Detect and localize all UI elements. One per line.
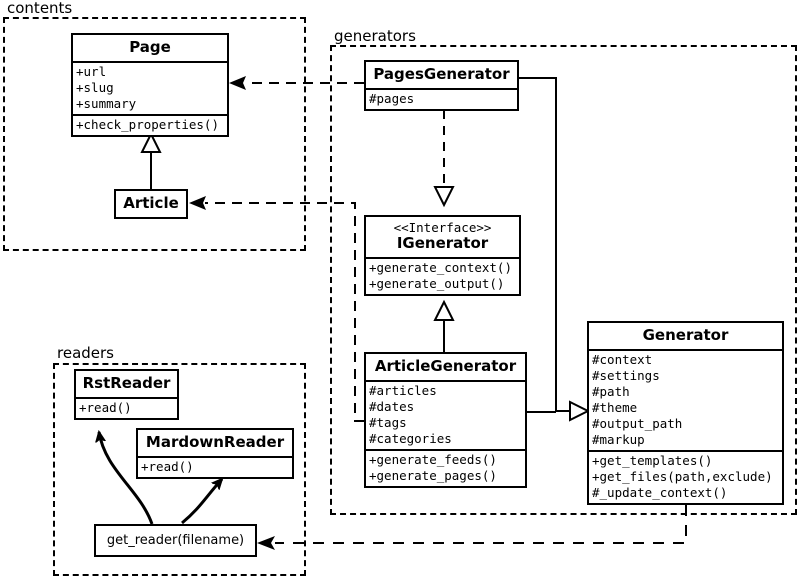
operation: +get_files(path,exclude) (592, 469, 773, 484)
class-page-title: Page (129, 38, 171, 56)
class-generator-operations: +get_templates() +get_files(path,exclude… (589, 450, 782, 503)
function-get-reader[interactable]: get_reader(filename) (94, 524, 257, 557)
class-article-generator-title: ArticleGenerator (374, 357, 517, 375)
class-rst-reader[interactable]: RstReader +read() (74, 369, 179, 420)
attribute: #dates (369, 399, 415, 414)
class-generator-title: Generator (642, 326, 729, 344)
operation: +read() (79, 400, 132, 415)
package-generators-label: generators (332, 28, 419, 44)
attribute: #pages (369, 91, 415, 106)
package-readers-label: readers (55, 345, 117, 361)
class-page[interactable]: Page +url +slug +summary +check_properti… (71, 33, 229, 137)
class-igenerator[interactable]: <<Interface>> IGenerator +generate_conte… (364, 215, 521, 296)
package-contents (3, 17, 306, 251)
operation: +generate_feeds() (369, 452, 497, 467)
class-article[interactable]: Article (114, 189, 188, 219)
class-rst-reader-operations: +read() (76, 397, 177, 418)
attribute: +slug (76, 80, 114, 95)
attribute: +url (76, 64, 107, 79)
attribute: #categories (369, 431, 452, 446)
operation: +get_templates() (592, 453, 713, 468)
class-article-generator[interactable]: ArticleGenerator #articles #dates #tags … (364, 352, 527, 488)
operation: +generate_output() (369, 276, 505, 291)
attribute: #output_path (592, 416, 683, 431)
class-igenerator-stereotype: <<Interface>> (393, 220, 492, 235)
class-pages-generator[interactable]: PagesGenerator #pages (364, 60, 519, 111)
package-contents-label: contents (5, 0, 76, 16)
function-get-reader-title: get_reader(filename) (106, 533, 245, 548)
class-igenerator-title: IGenerator (396, 234, 489, 252)
class-generator[interactable]: Generator #context #settings #path #them… (587, 321, 784, 505)
class-mardown-reader-title: MardownReader (145, 433, 285, 451)
operation: +generate_pages() (369, 468, 497, 483)
operation: +check_properties() (76, 117, 219, 132)
operation: +read() (141, 459, 194, 474)
class-article-generator-attributes: #articles #dates #tags #categories (366, 380, 525, 449)
class-mardown-reader[interactable]: MardownReader +read() (136, 428, 294, 479)
attribute: #settings (592, 368, 660, 383)
class-mardown-reader-operations: +read() (138, 456, 292, 477)
class-page-attributes: +url +slug +summary (73, 61, 227, 114)
class-igenerator-operations: +generate_context() +generate_output() (366, 257, 519, 294)
attribute: #theme (592, 400, 638, 415)
class-article-title: Article (123, 194, 179, 212)
operation: +generate_context() (369, 260, 512, 275)
class-pages-generator-attributes: #pages (366, 88, 517, 109)
package-readers (53, 363, 306, 576)
attribute: #markup (592, 432, 645, 447)
class-rst-reader-title: RstReader (82, 374, 171, 392)
operation: #_update_context() (592, 485, 728, 500)
class-article-generator-operations: +generate_feeds() +generate_pages() (366, 449, 525, 486)
attribute: #tags (369, 415, 407, 430)
attribute: #path (592, 384, 630, 399)
class-pages-generator-title: PagesGenerator (373, 65, 510, 83)
class-generator-attributes: #context #settings #path #theme #output_… (589, 349, 782, 450)
attribute: #context (592, 352, 653, 367)
class-page-operations: +check_properties() (73, 114, 227, 135)
attribute: +summary (76, 96, 137, 111)
attribute: #articles (369, 383, 437, 398)
